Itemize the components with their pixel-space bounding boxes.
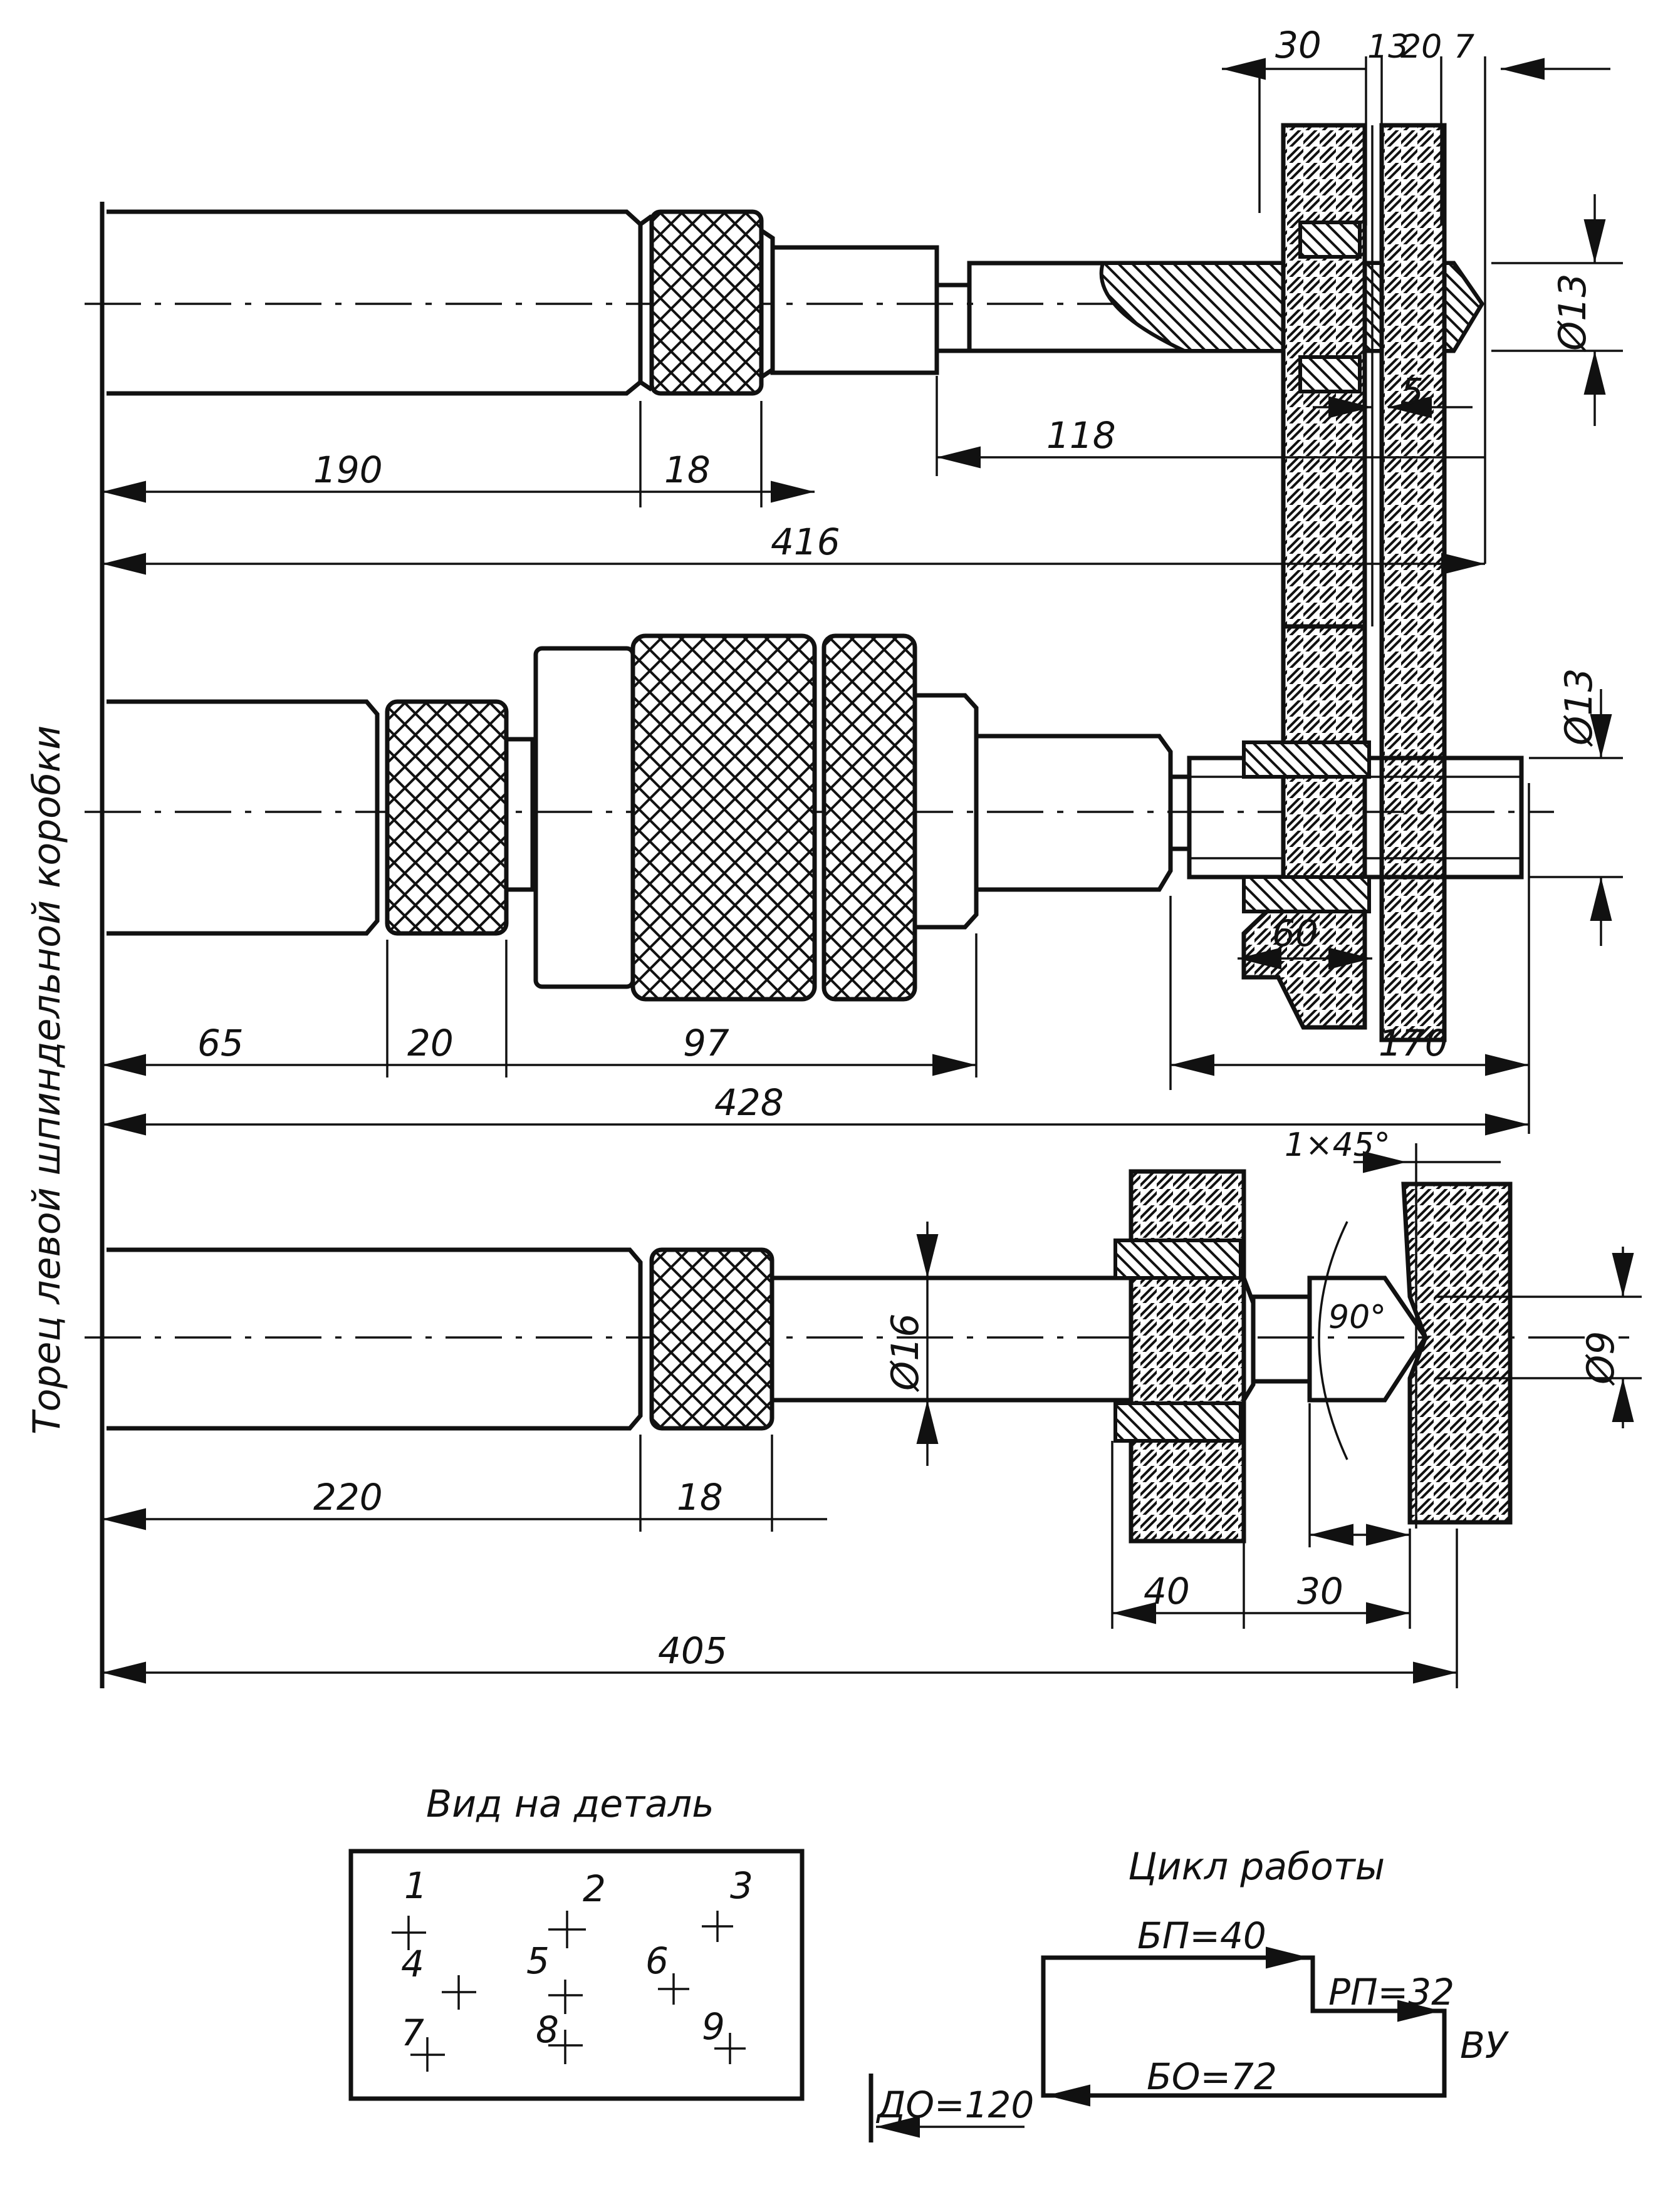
dim-dia9: Ø9 (1579, 1331, 1623, 1386)
dim-118: 118 (1046, 414, 1116, 457)
dim-18-lower: 18 (677, 1476, 723, 1519)
dim-dia13-middle: Ø13 (1557, 668, 1601, 747)
dim-220: 220 (313, 1476, 383, 1519)
dim-90deg: 90° (1328, 1299, 1386, 1336)
dim-97: 97 (683, 1022, 729, 1064)
dim-5: 5 (1400, 370, 1424, 413)
dim-65: 65 (197, 1022, 244, 1064)
lower-dimensions: 1×45° 90° Ø9 Ø16 220 18 40 30 405 (102, 1126, 1642, 1688)
hole-1: 1 (404, 1864, 427, 1907)
dim-30: 30 (1275, 24, 1322, 66)
hole-9: 9 (702, 2005, 725, 2048)
dim-chamfer: 1×45° (1285, 1126, 1390, 1164)
part-view: Вид на деталь 1 2 3 4 5 6 7 8 9 (348, 1782, 805, 2101)
dim-170: 170 (1379, 1022, 1448, 1064)
side-label: Торец левой шпиндельной коробки (25, 725, 69, 1435)
dim-dia16: Ø16 (884, 1313, 927, 1393)
hole-5: 5 (526, 1939, 550, 1982)
hole-4: 4 (401, 1943, 424, 1985)
dim-20: 20 (1400, 28, 1442, 66)
dim-416: 416 (771, 521, 840, 563)
dim-190: 190 (313, 449, 383, 491)
dim-13: 13 (1367, 28, 1409, 66)
upper-dimensions: 30 13 20 7 5 Ø13 118 190 18 416 (102, 24, 1623, 575)
middle-tool (85, 624, 1554, 1030)
hole-7: 7 (401, 2012, 424, 2054)
part-view-title: Вид на деталь (426, 1782, 714, 1826)
dim-20-middle: 20 (407, 1022, 454, 1064)
dim-405: 405 (658, 1629, 727, 1672)
work-cycle-title: Цикл работы (1128, 1845, 1385, 1889)
hole-3: 3 (730, 1864, 753, 1907)
cycle-do: ДО=120 (875, 2084, 1034, 2126)
dim-dia13-upper: Ø13 (1551, 273, 1595, 353)
work-cycle: Цикл работы БП=40 РП=32 БО=72 ВУ ДО=120 (868, 1845, 1510, 2142)
dim-428: 428 (714, 1081, 784, 1124)
hole-8: 8 (536, 2008, 559, 2051)
middle-dimensions: 65 20 97 170 60 428 Ø13 (102, 668, 1623, 1136)
dim-40: 40 (1144, 1570, 1190, 1612)
dim-18-upper: 18 (664, 449, 711, 491)
cycle-bp: БП=40 (1137, 1914, 1266, 1957)
dim-30-lower: 30 (1297, 1570, 1343, 1612)
dim-60: 60 (1272, 912, 1318, 955)
cycle-vu: ВУ (1460, 2024, 1510, 2067)
cycle-rp: РП=32 (1328, 1971, 1454, 2013)
hole-2: 2 (583, 1867, 606, 1910)
hole-6: 6 (645, 1939, 669, 1982)
cycle-bo: БО=72 (1147, 2055, 1277, 2098)
upper-tool (85, 123, 1485, 1042)
dim-7: 7 (1454, 28, 1474, 66)
